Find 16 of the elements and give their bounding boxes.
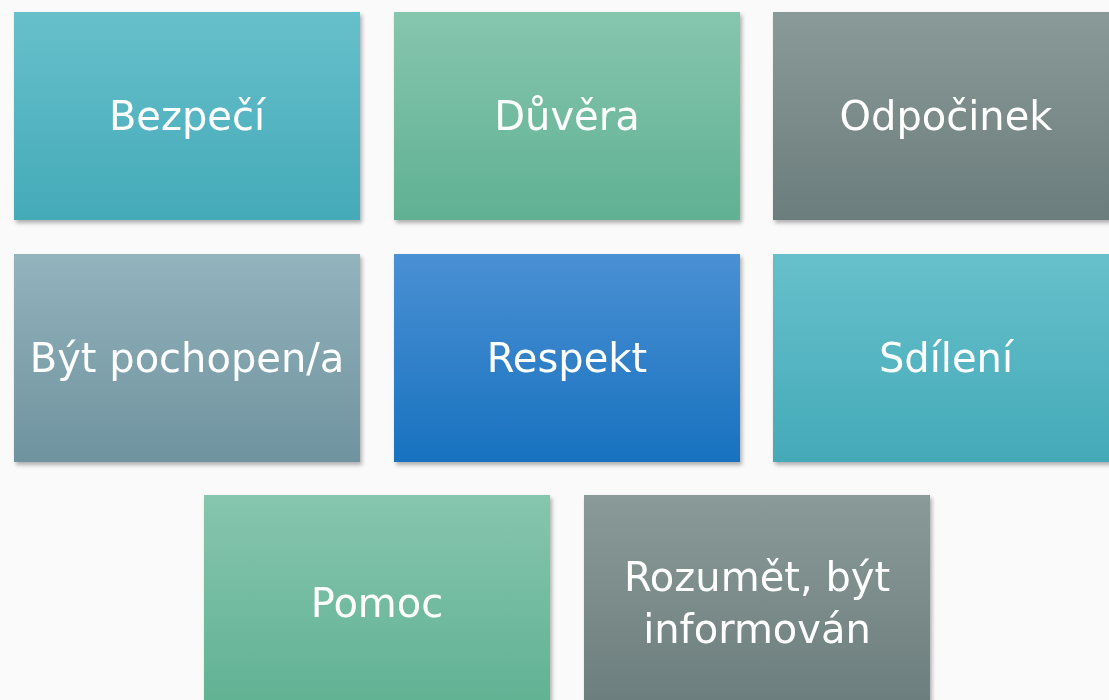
category-box	[14, 254, 360, 462]
category-box	[773, 12, 1109, 220]
box-label: Respekt	[486, 334, 648, 383]
box-label: Odpočinek	[839, 92, 1053, 141]
box-label: Důvěra	[494, 92, 640, 141]
category-box	[204, 495, 550, 700]
box-label: Sdílení	[878, 334, 1014, 383]
category-box	[394, 254, 740, 462]
category-box	[394, 12, 740, 220]
category-box	[773, 254, 1109, 462]
category-box	[14, 12, 360, 220]
box-label: Bezpečí	[108, 92, 266, 141]
box-label: Rozumět, být informován	[622, 552, 892, 654]
box-label: Být pochopen/a	[29, 334, 345, 383]
category-box	[584, 495, 930, 700]
box-label: Pomoc	[310, 578, 444, 628]
